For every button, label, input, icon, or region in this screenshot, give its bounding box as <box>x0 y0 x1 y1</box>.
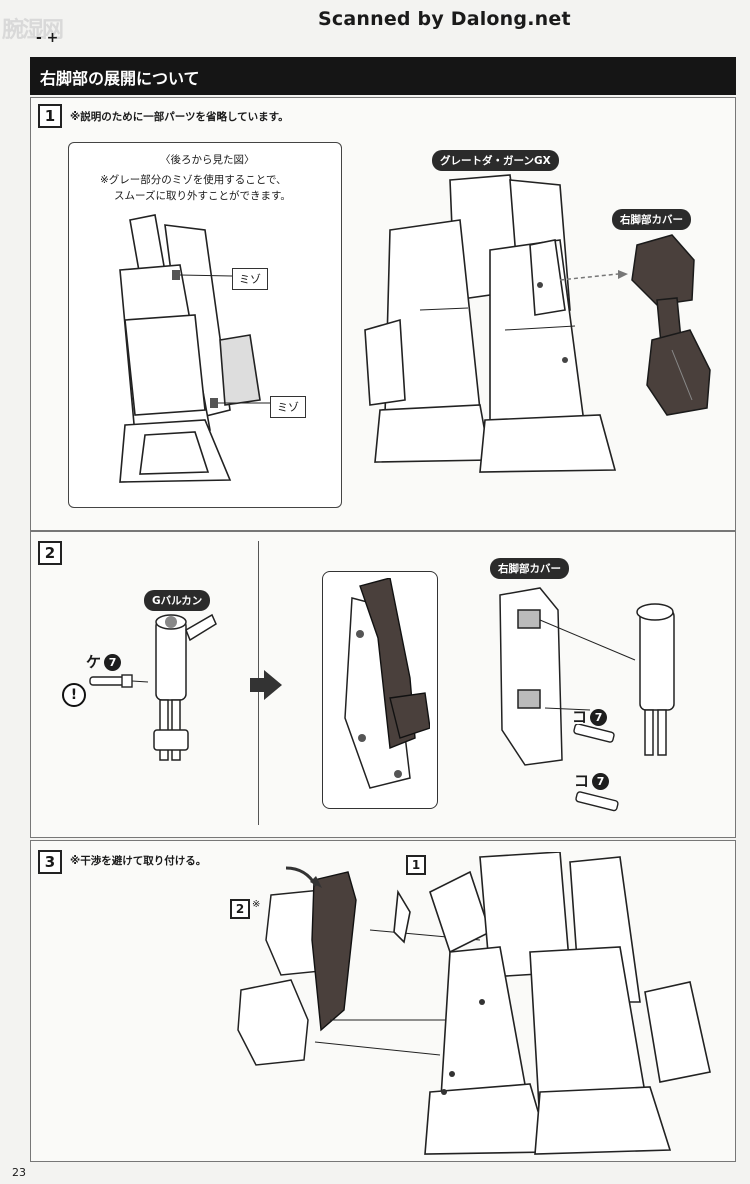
warning-icon: ! <box>62 683 86 707</box>
step-3-note: ※干渉を避けて取り付ける。 <box>70 855 207 867</box>
step-3-ref-step-2: 2 <box>230 899 250 919</box>
part-ko-1-runner-number: 7 <box>590 709 608 726</box>
step-3-ref-step-2-mark: ※ <box>252 899 261 910</box>
part-ko-2-letter: コ <box>574 772 590 790</box>
part-ko-1-letter: コ <box>572 708 588 726</box>
section-title: 右脚部の展開について <box>40 69 200 88</box>
robot-legs-final-illustration <box>393 852 711 1155</box>
part-ko-2-runner-number: 7 <box>592 773 610 790</box>
step-3-number: 3 <box>38 850 62 874</box>
part-ke-runner-number: 7 <box>104 654 122 671</box>
site-logo: 腕湿网 <box>2 18 64 43</box>
cover-label-step2: 右脚部カバー <box>490 558 569 579</box>
robot-name-label: グレートダ・ガーンGX <box>432 150 559 171</box>
step-2-number: 2 <box>38 541 62 565</box>
back-view-leg-illustration <box>119 214 270 483</box>
cover-and-vulcan-illustration <box>499 587 675 766</box>
header-mark: - + <box>36 30 59 46</box>
removal-arrow <box>560 270 628 281</box>
part-ke-pin-illustration <box>89 674 149 688</box>
vulcan-label: Gバルカン <box>144 590 211 611</box>
robot-legs-illustration <box>364 174 617 473</box>
part-ke-letter: ケ <box>86 653 102 671</box>
page-number: 23 <box>12 1166 26 1179</box>
step-3-ref-step-1: 1 <box>406 855 426 875</box>
section-title-bar: 右脚部の展開について <box>30 57 736 95</box>
scan-watermark: Scanned by Dalong.net <box>318 8 571 30</box>
inset-note-line-2: スムーズに取り外すことができます。 <box>114 190 291 202</box>
part-ko-1-pin-illustration <box>573 724 615 743</box>
step-3-ref-step-2-group: 2※ <box>230 898 260 919</box>
next-step-arrow-icon <box>250 670 282 700</box>
groove-callout-upper: ミゾ <box>232 268 268 290</box>
vulcan-part-illustration <box>153 613 217 761</box>
step-1-number: 1 <box>38 104 62 128</box>
part-ko-2-pin-illustration <box>575 791 619 812</box>
leg-cover-label: 右脚部カバー <box>612 209 691 230</box>
inset-title: 〈後ろから見た図〉 <box>160 154 255 166</box>
leg-cover-part-illustration <box>631 234 711 416</box>
step-1-note: ※説明のために一部パーツを省略しています。 <box>70 111 289 123</box>
groove-callout-lower: ミゾ <box>270 396 306 418</box>
cover-with-vulcan-illustration <box>237 866 357 1066</box>
assembled-cover-illustration <box>344 578 430 789</box>
inset-note-line-1: ※グレー部分のミゾを使用することで、 <box>100 174 287 186</box>
